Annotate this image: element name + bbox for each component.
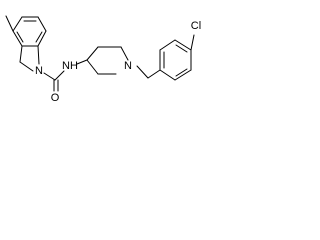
indoline-benzene-ring [12,16,47,47]
atom-n-indoline: N [35,65,43,77]
atom-n-piperidine: N [124,60,132,72]
chemical-structure: N O NH N Cl [5,15,201,104]
bond-aryl-cl [190,34,195,51]
atom-chlorine: Cl [191,20,201,32]
atom-o-carbonyl: O [51,92,60,104]
bond-nh-piperidine [76,59,88,65]
indoline-pyrrolidine-ring [19,45,40,72]
bond-ch2-aryl [147,69,161,79]
bond-n-carbonyl [43,72,56,81]
chlorophenyl-ring [159,39,192,81]
bond-n-ch2 [136,65,149,79]
bond-carbonyl-nh [54,70,65,81]
piperidine-ring [86,46,129,75]
atom-nh-amide: NH [62,60,78,72]
bond-methyl [5,15,14,32]
